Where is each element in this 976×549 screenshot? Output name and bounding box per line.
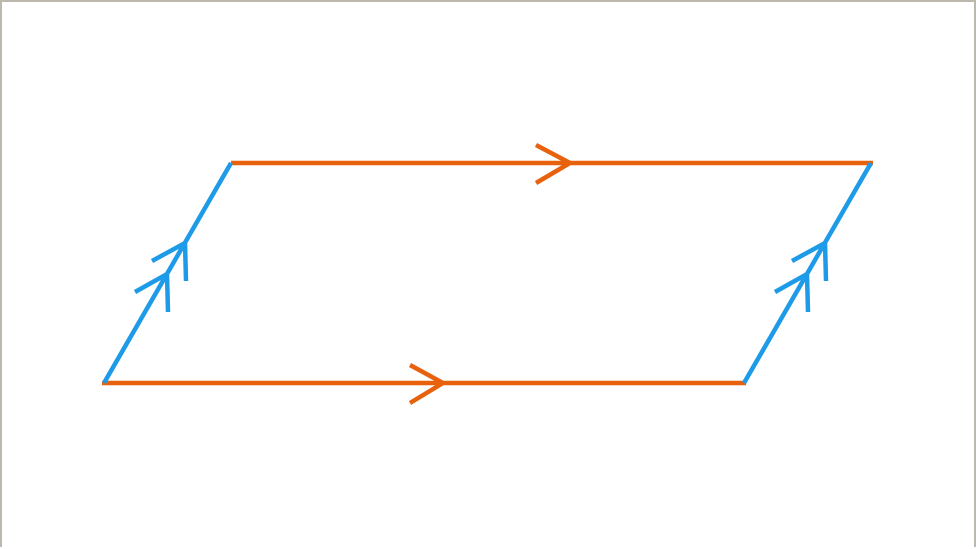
double-arrow-icon <box>773 270 811 313</box>
top-side <box>231 143 873 185</box>
double-arrow-icon <box>150 239 189 282</box>
double-arrow-icon <box>790 239 829 282</box>
left-side <box>102 161 233 385</box>
right-side <box>742 161 873 385</box>
single-arrow-icon <box>534 143 575 185</box>
bottom-side <box>102 363 746 405</box>
double-arrow-icon <box>133 270 171 313</box>
single-arrow-icon <box>408 363 448 405</box>
